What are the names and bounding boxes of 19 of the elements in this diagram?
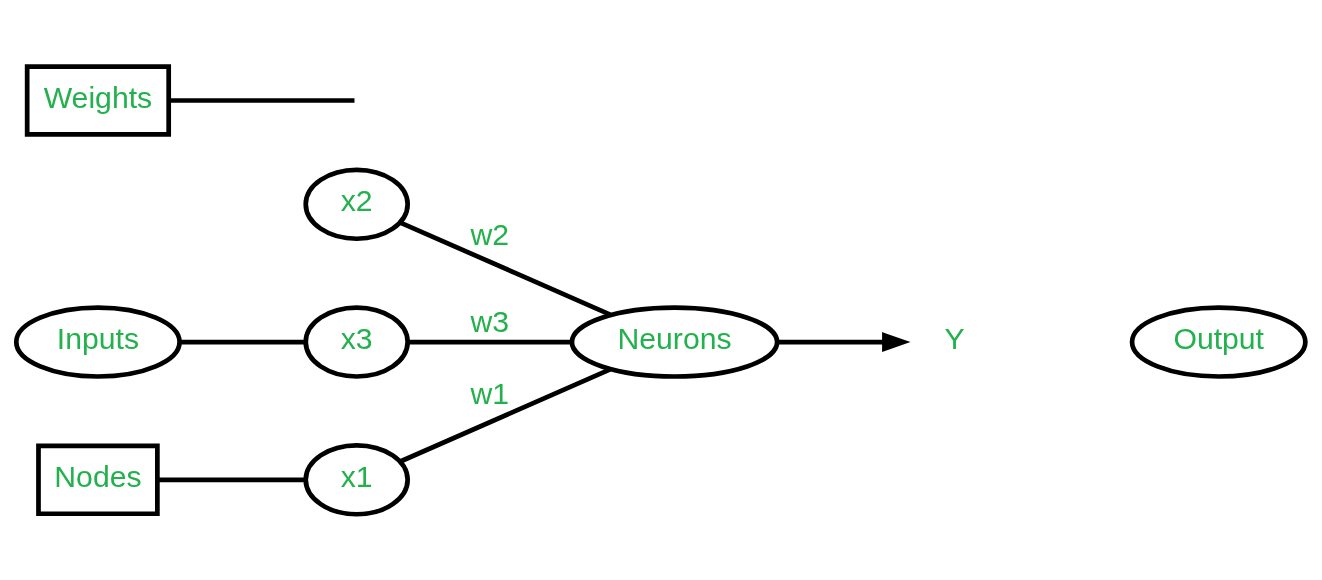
node-ellipse: x2 [303, 166, 410, 241]
connector [168, 97, 355, 103]
node-text: Y [944, 321, 965, 355]
connector [157, 476, 305, 482]
node-ellipse: Neurons [569, 304, 780, 379]
connector [399, 366, 612, 464]
edge-label: w3 [470, 304, 510, 338]
edge-label: w2 [470, 217, 510, 251]
arrow [777, 331, 911, 352]
connector [399, 219, 612, 317]
node-ellipse: Output [1129, 304, 1308, 379]
edge-label: w1 [470, 376, 510, 410]
node-ellipse: x3 [303, 304, 410, 379]
node-ellipse: Inputs [13, 304, 182, 379]
node-box: Nodes [36, 442, 160, 516]
node-box: Weights [24, 63, 172, 137]
node-ellipse: x1 [303, 442, 410, 517]
connector [179, 339, 306, 344]
connector [407, 339, 572, 344]
